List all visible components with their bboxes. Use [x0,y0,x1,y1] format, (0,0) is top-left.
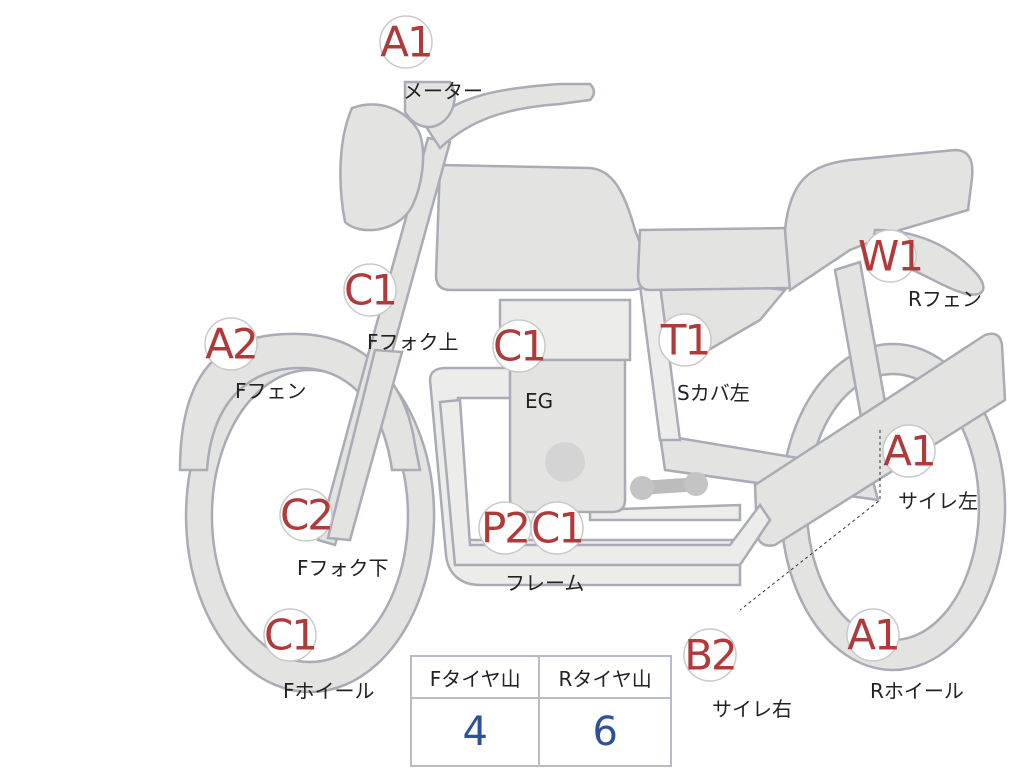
front-fork-lower-shape [326,348,404,542]
engine-cover-circle [545,442,585,482]
fuel-tank-shape [434,163,652,292]
r-tire-tread-header: Rタイヤ山 [538,655,672,699]
part-code: C1 [531,504,583,553]
badge-circle [658,313,712,367]
badge-circle [846,608,900,662]
part-marker-r-fender: W1 Rフェン [858,229,982,311]
part-code: C1 [344,266,396,315]
part-code: A1 [380,18,431,67]
muffler-upper-shape [753,332,1007,547]
part-marker-r-wheel: A1 Rホイール [846,608,964,703]
part-label: サイレ左 [898,489,978,513]
handlebar-shape [423,82,596,150]
badge-circle [279,488,333,542]
badge-circle [204,317,258,371]
badge-circle [530,501,584,555]
part-label: メーター [403,79,483,103]
part-marker-f-wheel: C1 Fホイール [263,608,375,703]
part-code: B2 [684,631,736,680]
part-label: Fフォク下 [297,556,389,580]
seat-rear-shape [783,148,974,293]
part-marker-s-cover-left: T1 Sカバ左 [658,313,750,405]
engine-case-shape [508,358,627,514]
f-tire-tread-value: 4 [409,697,541,767]
part-code: C1 [264,611,316,660]
meter-shape [403,80,456,129]
f-tire-tread-header: Fタイヤ山 [409,655,541,699]
part-code: P2 [481,504,529,553]
badge-circle [882,424,936,478]
part-label: サイレ右 [712,697,792,721]
part-label: フレーム [505,571,584,595]
part-marker-meter: A1 メーター [379,15,483,103]
part-code: W1 [858,232,922,281]
part-label: Sカバ左 [677,381,750,405]
part-marker-muffler-left: A1 サイレ左 [882,424,978,513]
part-marker-engine: C1 EG [492,319,553,413]
badge-circle [379,15,433,69]
part-marker-f-fork-lower: C2 Fフォク下 [279,488,389,580]
part-marker-f-fender: A2 Fフェン [204,317,307,403]
headlight-shape [339,103,425,232]
part-label: Fフェン [235,379,307,403]
badge-circle [492,319,546,373]
part-marker-muffler-right: B2 サイレ右 [683,628,792,721]
muffler-right-leader-line [739,430,881,611]
part-label: Fフォク上 [367,330,459,354]
part-marker-frame: P2 C1 フレーム [478,501,585,595]
part-label: EG [525,389,553,413]
part-marker-f-fork-upper: C1 Fフォク上 [343,263,459,354]
badge-circle [683,628,737,682]
badge-circle [343,263,397,317]
part-code: C2 [280,491,332,540]
badge-circle [263,608,317,662]
badge-circle [863,229,917,283]
part-code: A1 [847,611,898,660]
frame-rail-shape [588,503,742,522]
part-code: T1 [660,316,709,365]
footrest-end-right [684,472,708,496]
tire-tread-table: Fタイヤ山 Rタイヤ山 4 6 [409,655,672,767]
part-code: C1 [493,322,545,371]
part-code: A2 [205,320,256,369]
part-label: Rホイール [870,679,964,703]
part-label: Fホイール [283,679,375,703]
seat-front-shape [636,226,792,292]
r-tire-tread-value: 6 [538,697,672,767]
footrest-end-left [630,476,654,500]
part-code: A1 [883,427,934,476]
part-label: Rフェン [908,287,982,311]
